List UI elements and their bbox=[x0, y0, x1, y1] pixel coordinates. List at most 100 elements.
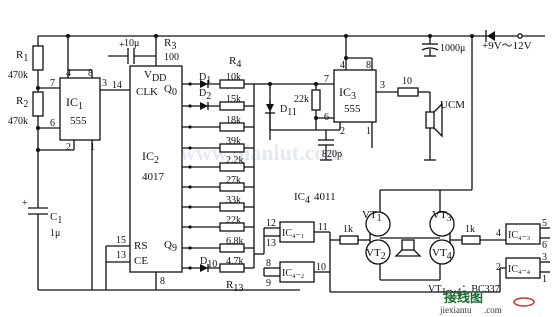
ladder-diode-9 bbox=[200, 264, 208, 272]
transistor-note: VT1～4：BC337 bbox=[428, 284, 500, 298]
r1k-label: 1k bbox=[343, 224, 353, 235]
ladder-value-9: 4.7k bbox=[226, 256, 244, 267]
ic3-555: IC3 555 4 8 3 7 6 2 1 bbox=[324, 60, 385, 137]
ucm-label: UCM bbox=[440, 99, 465, 111]
ladder-diode-1 bbox=[200, 102, 208, 110]
ic4-4-gate: IC₄₋₄ 3 1 2 bbox=[496, 252, 550, 285]
ladder-value-2: 18k bbox=[226, 115, 241, 126]
ic1-555: IC1 555 4 8 7 3 6 2 1 bbox=[50, 68, 107, 153]
svg-text:2: 2 bbox=[66, 142, 71, 153]
ladder-value-4: 2.2k bbox=[226, 155, 244, 166]
d1-label: D1 bbox=[199, 72, 211, 86]
svg-text:IC1: IC1 bbox=[66, 95, 83, 112]
svg-text:R2: R2 bbox=[16, 95, 28, 110]
svg-text:1: 1 bbox=[542, 274, 547, 285]
r4-label: R4 bbox=[229, 55, 241, 70]
r1k2-label: 1k bbox=[465, 224, 475, 235]
svg-text:IC3: IC3 bbox=[339, 85, 356, 102]
svg-text:IC₄₋₃: IC₄₋₃ bbox=[508, 230, 530, 241]
ic4-1-gate: IC₄₋₁ 12 13 11 bbox=[263, 218, 330, 249]
ic4-2-gate: IC₄₋₂ 8 9 10 bbox=[263, 258, 330, 289]
svg-text:11: 11 bbox=[318, 222, 328, 233]
svg-text:10: 10 bbox=[316, 262, 326, 273]
c-10u-label: 10μ bbox=[124, 38, 139, 49]
svg-text:13: 13 bbox=[116, 250, 126, 261]
svg-text:CLK: CLK bbox=[136, 86, 158, 98]
svg-text:8: 8 bbox=[266, 258, 271, 269]
svg-text:+: + bbox=[22, 198, 28, 209]
svg-text:IC2: IC2 bbox=[142, 149, 159, 166]
ladder-value-7: 22k bbox=[226, 215, 241, 226]
svg-text:6: 6 bbox=[542, 240, 547, 251]
d10-label: D10 bbox=[200, 256, 217, 270]
r2-value: 470k bbox=[8, 116, 28, 127]
supply-cap-label: 1000μ bbox=[440, 43, 465, 54]
svg-text:IC₄₋₂: IC₄₋₂ bbox=[282, 268, 304, 279]
d2-label: D2 bbox=[199, 88, 211, 102]
supply-label: +9V～12V bbox=[482, 40, 532, 52]
svg-text:13: 13 bbox=[266, 238, 276, 249]
c1-capacitor: + C1 1μ bbox=[22, 198, 62, 290]
ladder-value-5: 27k bbox=[226, 175, 241, 186]
svg-text:3: 3 bbox=[380, 80, 385, 91]
ic3-timing: 22k D11 820p bbox=[265, 82, 342, 161]
svg-text:接线图: 接线图 bbox=[444, 290, 483, 305]
svg-text:1: 1 bbox=[366, 126, 371, 137]
svg-text:555: 555 bbox=[70, 115, 87, 127]
svg-text:12: 12 bbox=[266, 218, 276, 229]
speaker-section: 10 UCM bbox=[376, 76, 465, 161]
svg-text:Q0: Q0 bbox=[164, 83, 177, 98]
svg-text:C1: C1 bbox=[50, 211, 62, 226]
svg-text:3: 3 bbox=[542, 252, 547, 263]
ladder-value-8: 6.8k bbox=[226, 236, 244, 247]
ladder-value-6: 33k bbox=[226, 195, 241, 206]
svg-text:4: 4 bbox=[496, 228, 501, 239]
h-bridge: VT1 VT2 VT3 VT4 VT1～4：BC337 bbox=[362, 206, 500, 298]
ladder-value-3: 39k bbox=[226, 136, 241, 147]
svg-text:.com: .com bbox=[484, 305, 502, 315]
svg-text:R1: R1 bbox=[16, 49, 28, 64]
ic4-3-gate: IC₄₋₃ 5 6 4 bbox=[496, 218, 550, 251]
ladder-value-0: 10k bbox=[226, 72, 241, 83]
resistor-ladder bbox=[182, 79, 255, 273]
svg-text:R3: R3 bbox=[164, 37, 176, 52]
svg-text:jiexiantu: jiexiantu bbox=[439, 305, 472, 315]
svg-text:3: 3 bbox=[102, 78, 107, 89]
svg-text:VT4: VT4 bbox=[432, 247, 452, 262]
supply-input: +9V～12V 1000μ bbox=[421, 30, 532, 57]
svg-text:IC₄₋₄: IC₄₋₄ bbox=[508, 264, 531, 275]
c820p-label: 820p bbox=[322, 149, 342, 160]
svg-text:2: 2 bbox=[496, 262, 501, 273]
svg-text:15: 15 bbox=[116, 235, 126, 246]
svg-text:IC₄₋₁: IC₄₋₁ bbox=[282, 228, 304, 239]
svg-text:Q9: Q9 bbox=[164, 239, 177, 254]
ladder-value-1: 15k bbox=[226, 94, 241, 105]
svg-text:2: 2 bbox=[340, 126, 345, 137]
ic2-4017: VDD CLK Q0 IC2 4017 RS CE Q9 15 13 8 bbox=[116, 65, 183, 287]
svg-text:4: 4 bbox=[340, 60, 345, 71]
svg-text:7: 7 bbox=[324, 74, 329, 85]
svg-text:VT2: VT2 bbox=[366, 247, 386, 262]
svg-text:VDD: VDD bbox=[144, 69, 166, 84]
svg-text:9: 9 bbox=[266, 278, 271, 289]
svg-text:8: 8 bbox=[366, 60, 371, 71]
r22k-label: 22k bbox=[294, 94, 309, 105]
watermark-text: www.dianlut.com bbox=[180, 140, 344, 165]
svg-text:8: 8 bbox=[160, 276, 165, 287]
c1-value: 1μ bbox=[50, 228, 60, 239]
svg-text:555: 555 bbox=[344, 103, 361, 115]
d11-label: D11 bbox=[280, 104, 297, 118]
r3-value: 100 bbox=[164, 52, 179, 63]
svg-text:VT1: VT1 bbox=[362, 209, 382, 224]
svg-text:4017: 4017 bbox=[142, 171, 165, 183]
svg-text:6: 6 bbox=[50, 118, 55, 129]
ladder-diode-0 bbox=[200, 80, 208, 88]
svg-text:5: 5 bbox=[542, 218, 547, 229]
power-rail bbox=[37, 34, 545, 70]
svg-text:CE: CE bbox=[134, 255, 148, 267]
site-logo: 接线图 jiexiantu .com bbox=[439, 290, 535, 315]
r1-value: 470k bbox=[8, 70, 28, 81]
r13-label: R13 bbox=[226, 279, 243, 294]
